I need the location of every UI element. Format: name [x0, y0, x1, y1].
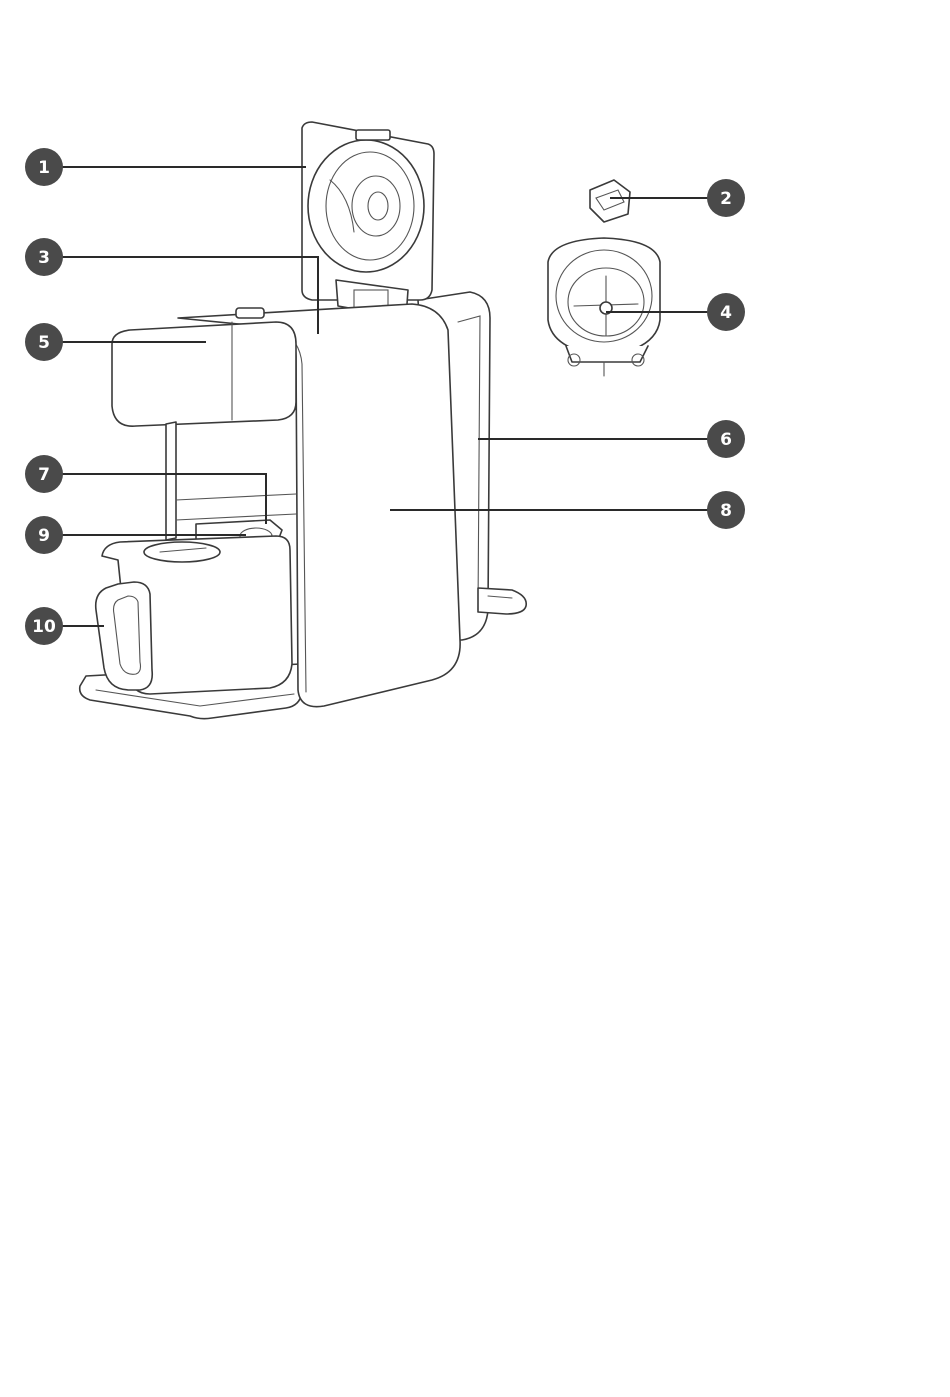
svg-text:3: 3 — [38, 248, 50, 268]
callout-9: 9 — [25, 516, 63, 554]
callout-3: 3 — [25, 238, 63, 276]
svg-text:7: 7 — [38, 465, 50, 485]
svg-text:5: 5 — [38, 333, 50, 353]
callout-7: 7 — [25, 455, 63, 493]
dispenser-head — [112, 322, 296, 426]
svg-text:1: 1 — [38, 158, 50, 178]
svg-text:10: 10 — [32, 617, 56, 637]
callout-1: 1 — [25, 148, 63, 186]
svg-text:4: 4 — [720, 303, 732, 323]
callout-6: 6 — [707, 420, 745, 458]
svg-text:2: 2 — [720, 189, 732, 209]
pitcher-handle — [96, 582, 153, 690]
rear-base-tab — [478, 588, 526, 614]
pod-part — [590, 180, 630, 222]
callout-4: 4 — [707, 293, 745, 331]
svg-text:8: 8 — [720, 501, 732, 521]
callout-8: 8 — [707, 491, 745, 529]
callout-2: 2 — [707, 179, 745, 217]
callout-5: 5 — [25, 323, 63, 361]
svg-text:6: 6 — [720, 430, 732, 450]
blade-assembly — [548, 238, 660, 376]
svg-text:9: 9 — [38, 526, 50, 546]
callout-10: 10 — [25, 607, 63, 645]
machine-illustration — [80, 122, 527, 719]
